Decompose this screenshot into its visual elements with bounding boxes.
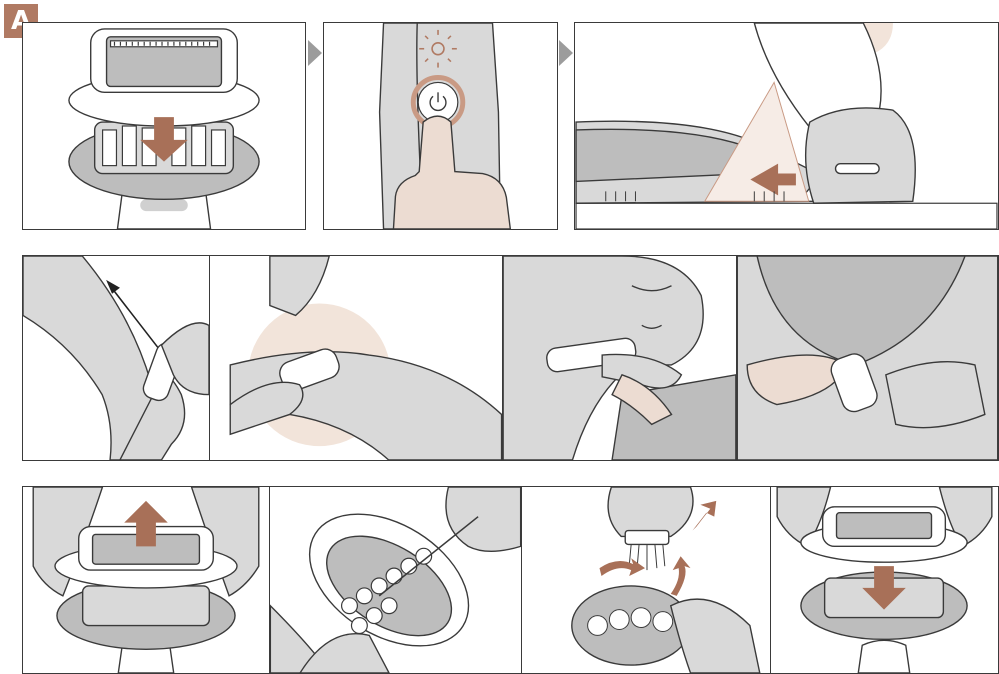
step-clean-head (269, 486, 522, 674)
power-button-press-icon (324, 23, 557, 229)
step-stretch-skin (209, 255, 503, 461)
reattach-head-icon (771, 487, 998, 673)
step-epilate-leg (22, 255, 210, 461)
epilate-leg-upward-icon (23, 256, 209, 460)
remove-head-icon (23, 487, 269, 673)
step-smartlight (574, 22, 999, 230)
step-power-on (323, 22, 558, 230)
chevron-right-icon (308, 40, 322, 66)
step-underarm (502, 255, 737, 461)
stretch-skin-leg-icon (210, 256, 502, 460)
clean-head-brush-icon (270, 487, 521, 673)
bikini-epilation-icon (737, 256, 998, 460)
step-remove-head (22, 486, 270, 674)
brush-tweezers-icon (522, 487, 770, 673)
step-reattach-head (770, 486, 999, 674)
smartlight-on-leg-icon (575, 23, 998, 229)
attach-epilator-head-icon (23, 23, 305, 229)
step-brush-tweezers (521, 486, 771, 674)
step-attach-head (22, 22, 306, 230)
chevron-right-icon (559, 40, 573, 66)
step-bikini (736, 255, 999, 461)
underarm-epilation-icon (503, 256, 736, 460)
